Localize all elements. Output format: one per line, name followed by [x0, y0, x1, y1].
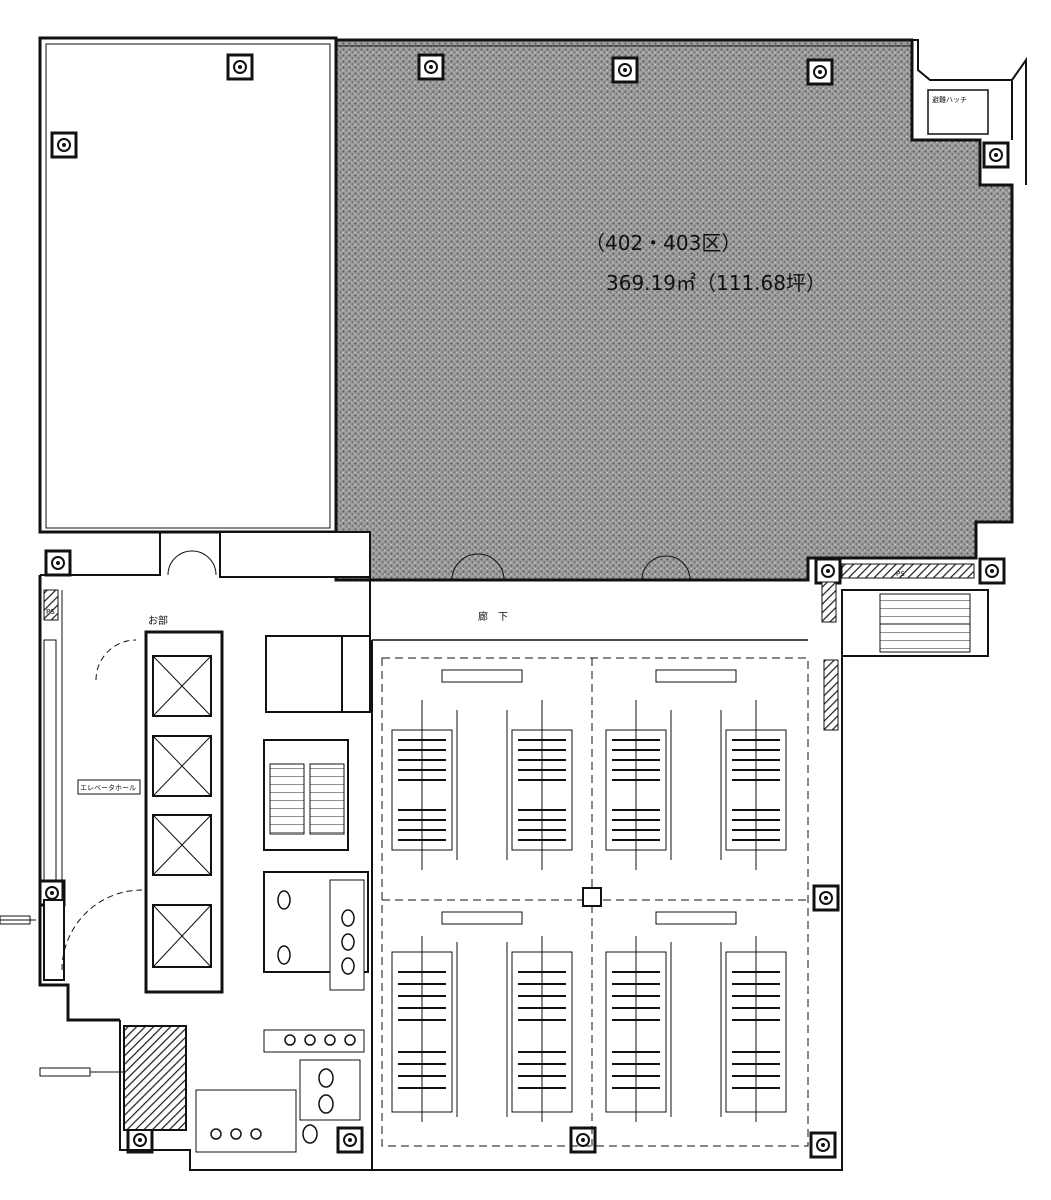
west-stair — [123, 1025, 187, 1131]
corridor: 廊 下 — [167, 550, 808, 641]
elevator-3 — [152, 814, 212, 876]
desk-clusters — [391, 669, 787, 1122]
tenant-space-402-403[interactable] — [334, 38, 1014, 582]
left-tenant-room — [38, 36, 338, 534]
elevator-2 — [152, 735, 212, 797]
elevator-1 — [152, 655, 212, 717]
ps-label: PS — [896, 570, 905, 578]
east-stair — [841, 589, 989, 657]
elevator-bank — [144, 630, 224, 994]
tenant-unit-name: （402・403区） — [585, 231, 741, 255]
ps-vertical-label: PS — [46, 608, 55, 616]
northeast-balcony: 避難ハッチ — [912, 39, 1027, 185]
elevator-4 — [152, 904, 212, 968]
fire-escape-label: 避難ハッチ — [932, 95, 967, 104]
columns — [38, 53, 1010, 1159]
east-office-wall — [372, 656, 843, 1171]
left-markers — [0, 915, 124, 1077]
central-stair — [263, 635, 371, 851]
corridor-label: 廊 下 — [478, 610, 508, 623]
lounge-label: お部 — [148, 614, 168, 627]
office-layout-area — [381, 657, 809, 1147]
elevator-hall: お部 エレベータホール — [61, 614, 168, 971]
tenant-unit-area: 369.19㎡（111.68坪） — [606, 271, 826, 295]
building-core — [38, 531, 373, 1171]
restrooms — [195, 871, 369, 1153]
ev-hall-sign: エレベータホール — [80, 783, 136, 792]
